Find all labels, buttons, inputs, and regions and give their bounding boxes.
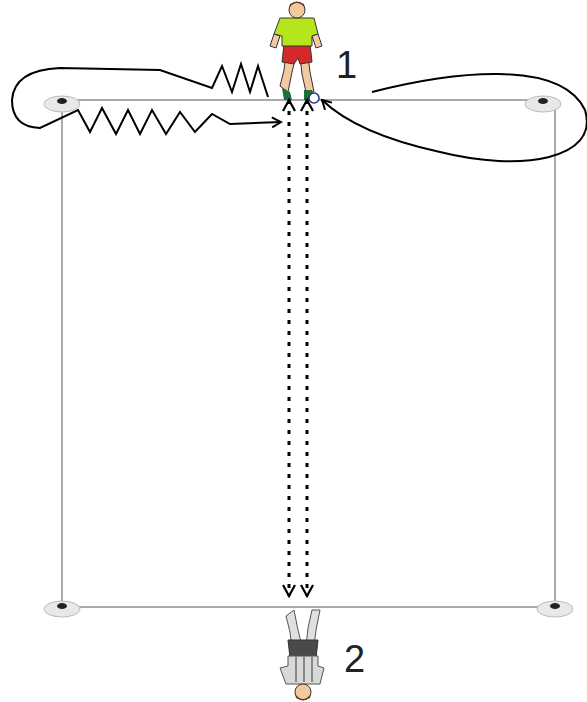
run-path — [322, 74, 587, 161]
pass-arrow — [288, 100, 291, 596]
player-figure — [262, 0, 374, 106]
player-node: 2 — [268, 596, 380, 702]
callout-number: 2 — [344, 640, 365, 678]
callout-number: 1 — [336, 46, 357, 84]
cone-markers — [44, 96, 573, 617]
dribble-path — [12, 64, 281, 134]
grid-square — [62, 100, 555, 607]
player-node: 1 — [262, 0, 374, 100]
pass-arrow — [306, 100, 309, 596]
